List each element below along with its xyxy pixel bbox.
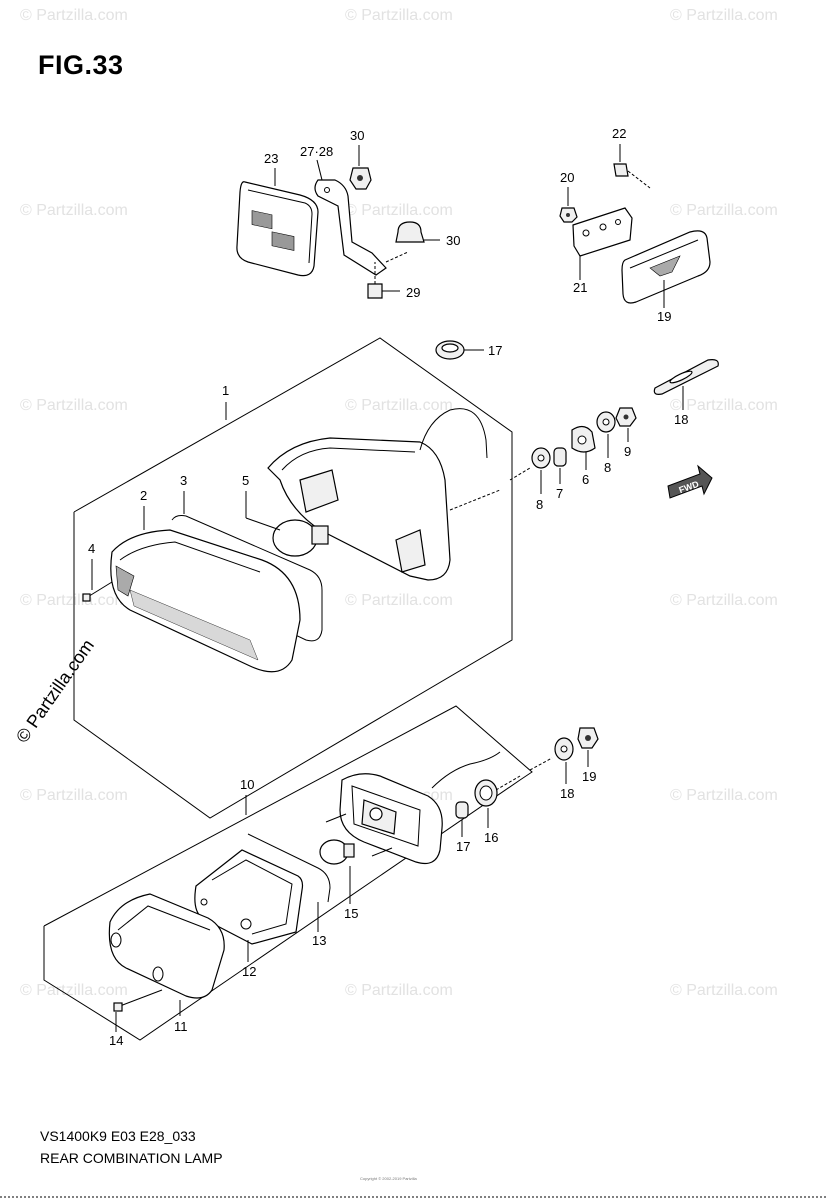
callout-7: 7	[556, 486, 563, 501]
callout-13: 13	[312, 933, 326, 948]
watermark-text: © Partzilla.com	[345, 7, 453, 24]
figure-title: FIG.33	[38, 50, 124, 80]
callout-19: 19	[582, 769, 596, 784]
diagram-name: REAR COMBINATION LAMP	[40, 1150, 223, 1166]
callout-24: 21	[573, 280, 587, 295]
bolt-29	[367, 283, 383, 299]
model-code: VS1400K9 E03 E28_033	[40, 1128, 196, 1144]
watermark-text: © Partzilla.com	[345, 982, 453, 999]
collar-17	[455, 801, 469, 819]
watermark-text: © Partzilla.com	[345, 592, 453, 609]
watermark-text: © Partzilla.com	[20, 787, 128, 804]
callout-9: 9	[624, 444, 631, 459]
callout-6: 6	[582, 472, 589, 487]
tail-lamp-assembly	[82, 408, 501, 673]
watermark-text: © Partzilla.com	[670, 982, 778, 999]
callout-4: 4	[88, 541, 95, 556]
callout-22: 19	[657, 309, 671, 324]
reflector-bracket-group	[236, 167, 440, 299]
watermark-grid: © Partzilla.com © Partzilla.com © Partzi…	[20, 7, 778, 999]
screw-25	[613, 163, 629, 177]
watermark-text: © Partzilla.com	[345, 397, 453, 414]
callout-27-28: 27·28	[300, 144, 333, 159]
callout-21: 18	[674, 412, 688, 427]
callout-29: 29	[406, 285, 420, 300]
callout-16: 16	[484, 830, 498, 845]
callout-17: 17	[456, 839, 470, 854]
bracket-27-28	[314, 179, 387, 276]
callout-12: 12	[242, 964, 256, 979]
callout-1: 1	[222, 383, 229, 398]
bulb-5	[272, 519, 318, 557]
plate-24	[572, 207, 633, 257]
callout-5: 5	[242, 473, 249, 488]
watermark-text: © Partzilla.com	[20, 202, 128, 219]
callout-26: 23	[264, 151, 278, 166]
bracket-21	[653, 359, 719, 395]
callout-3: 3	[180, 473, 187, 488]
cap-nut-30	[395, 221, 425, 243]
callout-10: 10	[240, 777, 254, 792]
collar-7	[553, 447, 567, 467]
watermark-text: © Partzilla.com	[670, 787, 778, 804]
watermark-text: © Partzilla.com	[670, 7, 778, 24]
callout-15: 15	[344, 906, 358, 921]
callout-30-top: 30	[350, 128, 364, 143]
plate-holder-group	[559, 163, 711, 304]
watermark-text: © Partzilla.com	[20, 397, 128, 414]
callout-30: 30	[446, 233, 460, 248]
box-outline-1	[73, 337, 513, 819]
lens-2	[110, 529, 301, 673]
watermark-text: © Partzilla.com	[345, 202, 453, 219]
lens-11	[108, 893, 225, 999]
callout-25: 22	[612, 126, 626, 141]
grommet-20	[435, 340, 484, 360]
lower-mount-hardware	[455, 727, 599, 819]
license-lamp-assembly	[108, 751, 521, 1012]
watermark-text: © Partzilla.com	[670, 397, 778, 414]
callout-14: 14	[109, 1033, 123, 1048]
reflector-26	[236, 181, 319, 277]
watermark-text: © Partzilla.com	[670, 592, 778, 609]
callout-23: 20	[560, 170, 574, 185]
small-copyright-note: Copyright © 2002-2019 Partzilla	[360, 1176, 417, 1181]
watermark-text: © Partzilla.com	[20, 982, 128, 999]
callout-11: 11	[174, 1019, 188, 1034]
callout-18: 18	[560, 786, 574, 801]
callout-20: 17	[488, 343, 502, 358]
callout-8-right: 8	[604, 460, 611, 475]
callout-2: 2	[140, 488, 147, 503]
watermark-text: © Partzilla.com	[670, 202, 778, 219]
mount-hardware	[509, 407, 637, 481]
forward-arrow-icon: FWD	[667, 464, 713, 499]
box-outline-10	[43, 705, 533, 1041]
frame-12	[194, 849, 304, 945]
callout-8-left: 8	[536, 497, 543, 512]
watermark-text: © Partzilla.com	[20, 7, 128, 24]
